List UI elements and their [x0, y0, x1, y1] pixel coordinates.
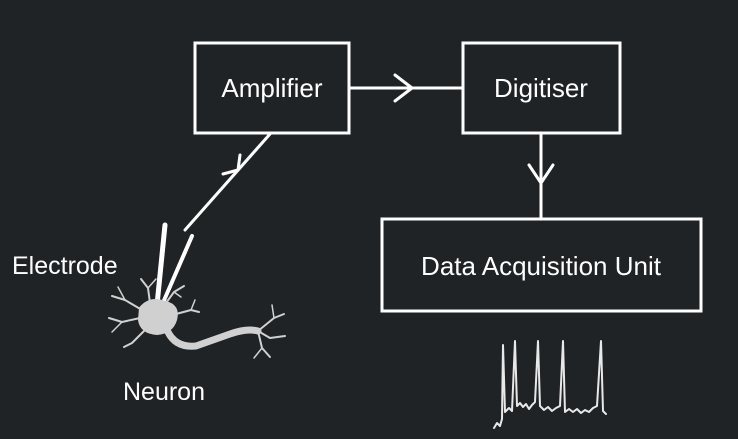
neuron-icon	[108, 278, 286, 359]
arrow-electrode-to-amplifier	[183, 132, 272, 232]
electrode-icon	[154, 222, 194, 308]
electrode-label: Electrode	[12, 252, 118, 280]
daq-label: Data Acquisition Unit	[421, 251, 662, 281]
digitiser-node: Digitiser	[461, 41, 622, 135]
neuron-label: Neuron	[123, 378, 205, 406]
digitiser-label: Digitiser	[494, 73, 588, 103]
arrow-amplifier-to-digitiser	[347, 73, 465, 103]
amplifier-label: Amplifier	[221, 73, 322, 103]
daq-node: Data Acquisition Unit	[380, 217, 703, 313]
arrowhead-right-icon	[393, 73, 414, 103]
arrowhead-down-icon	[527, 163, 555, 185]
spike-trace-icon	[493, 340, 607, 429]
amplifier-node: Amplifier	[193, 41, 351, 135]
arrowhead-diagonal-icon	[221, 153, 242, 176]
arrow-digitiser-to-daq	[527, 131, 555, 221]
